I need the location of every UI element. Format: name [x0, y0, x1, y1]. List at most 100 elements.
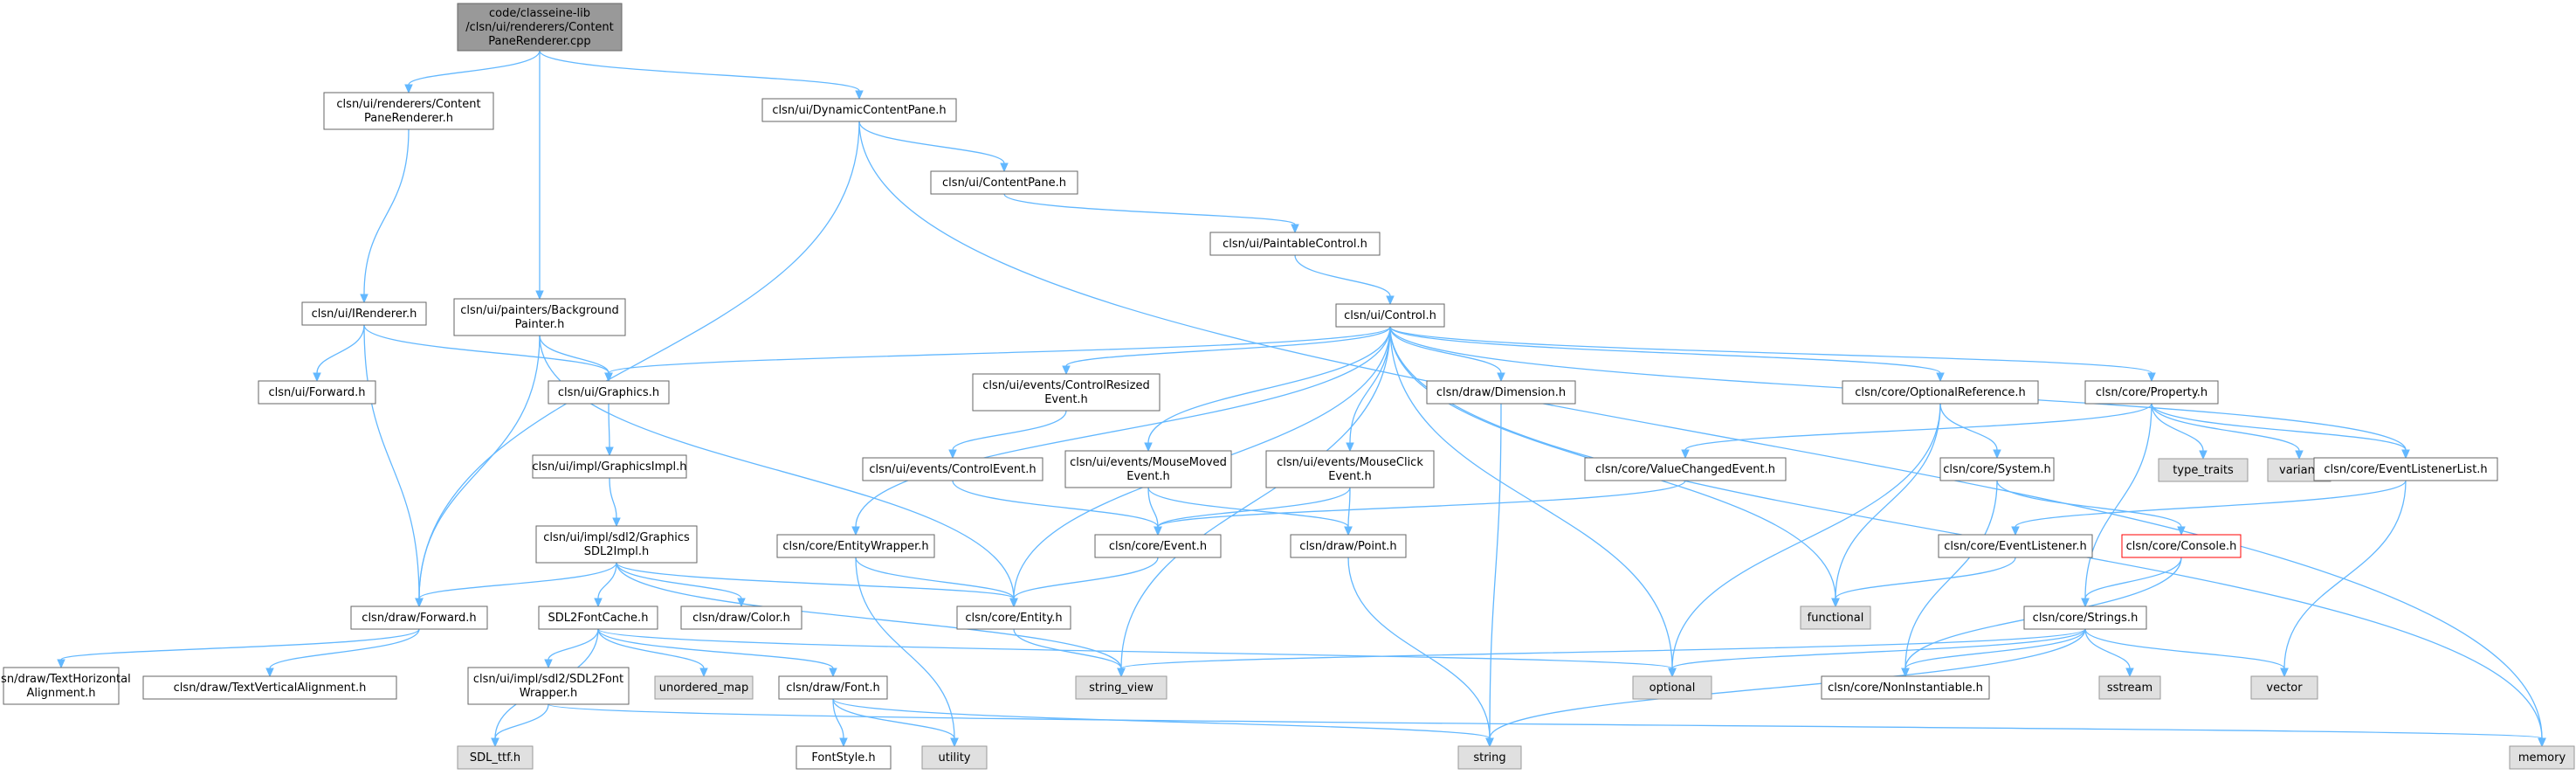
node-dcp[interactable]: clsn/ui/DynamicContentPane.h [761, 98, 957, 122]
node-box [956, 605, 1071, 630]
node-label: PaneRenderer.cpp [488, 35, 590, 48]
node-label: clsn/ui/Graphics.h [558, 386, 659, 399]
node-uifwd[interactable]: clsn/ui/Forward.h [258, 380, 376, 405]
node-sys[interactable]: clsn/core/System.h [1939, 457, 2055, 481]
node-label: clsn/draw/Point.h [1299, 540, 1396, 553]
edge-line [597, 562, 617, 599]
edge-root-to-cpr-h [404, 50, 541, 94]
node-dim[interactable]: clsn/draw/Dimension.h [1426, 380, 1576, 405]
node-color[interactable]: clsn/draw/Color.h [680, 605, 802, 630]
edge-line [1904, 480, 1998, 669]
edge-arrowhead [1117, 668, 1126, 678]
edge-arrowhead [1668, 668, 1677, 678]
edge-arrowhead [737, 598, 746, 608]
node-tva[interactable]: clsn/draw/TextVerticalAlignment.h [142, 675, 397, 700]
node-box [467, 667, 630, 705]
node-ew[interactable]: clsn/core/EntityWrapper.h [776, 534, 935, 558]
node-label: clsn/ui/IRenderer.h [312, 308, 417, 321]
node-fstyle[interactable]: FontStyle.h [796, 745, 892, 770]
node-event[interactable]: clsn/core/Event.h [1094, 534, 1222, 558]
edge-arrowhead [699, 668, 708, 678]
edge-line [1147, 487, 1349, 528]
edge-prop-to-variant [2151, 403, 2304, 460]
node-label: string [1473, 751, 1505, 765]
node-label: clsn/draw/TextVerticalAlignment.h [174, 682, 367, 695]
node-vcev[interactable]: clsn/core/ValueChangedEvent.h [1584, 457, 1787, 481]
node-box [972, 373, 1161, 412]
edge-sfw-to-memory [548, 703, 2546, 748]
node-label: PaneRenderer.h [364, 112, 453, 125]
edge-arrowhead [1154, 526, 1162, 536]
node-label: clsn/core/Strings.h [2033, 612, 2139, 625]
node-strings[interactable]: clsn/core/Strings.h [2023, 605, 2147, 630]
node-label: clsn/core/NonInstantiable.h [1828, 682, 1983, 695]
node-box [1209, 232, 1381, 256]
node-console[interactable]: clsn/core/Console.h [2121, 534, 2242, 558]
node-label: clsn/ui/events/ControlEvent.h [869, 463, 1036, 476]
edge-arrowhead [839, 737, 848, 748]
node-cp[interactable]: clsn/ui/ContentPane.h [930, 170, 1078, 195]
node-label: clsn/draw/Color.h [692, 612, 790, 625]
node-label: clsn/ui/impl/sdl2/Graphics [543, 531, 690, 544]
node-gimpl[interactable]: clsn/ui/impl/GraphicsImpl.h [532, 454, 687, 479]
node-cev[interactable]: clsn/ui/events/ControlEvent.h [862, 457, 1043, 481]
node-label: type_traits [2173, 464, 2234, 477]
node-box [3, 667, 120, 705]
edge-line [2151, 403, 2204, 452]
node-point[interactable]: clsn/draw/Point.h [1290, 534, 1407, 558]
edge-line [1003, 193, 1296, 225]
node-prop[interactable]: clsn/core/Property.h [2084, 380, 2219, 405]
edge-optref-to-optional [1668, 403, 1941, 678]
edge-arrowhead [2011, 526, 2020, 536]
edge-line [363, 128, 410, 295]
node-ell[interactable]: clsn/core/EventListenerList.h [2313, 457, 2498, 481]
node-root[interactable]: code/classeine-lib/clsn/ui/renderers/Con… [457, 3, 623, 52]
node-optref[interactable]: clsn/core/OptionalReference.h [1842, 380, 2039, 405]
edge-arrowhead [1993, 449, 2001, 460]
edge-point-to-string [1347, 557, 1494, 748]
node-font[interactable]: clsn/draw/Font.h [778, 675, 888, 700]
node-box [548, 380, 670, 405]
edge-line [2151, 403, 2300, 452]
node-pc[interactable]: clsn/ui/PaintableControl.h [1209, 232, 1381, 256]
node-gfx[interactable]: clsn/ui/Graphics.h [548, 380, 670, 405]
edge-root-to-dcp [539, 50, 864, 100]
edge-ctrl-to-dim [1389, 326, 1505, 383]
edge-strings-to-string [1485, 628, 2086, 748]
edge-arrowhead [404, 84, 413, 94]
node-irend[interactable]: clsn/ui/IRenderer.h [301, 301, 427, 326]
node-ctrl[interactable]: clsn/ui/Control.h [1335, 303, 1445, 328]
edge-line [316, 324, 365, 374]
node-entity[interactable]: clsn/core/Entity.h [956, 605, 1071, 630]
edge-arrowhead [1000, 163, 1009, 173]
edge-arrowhead [605, 446, 614, 457]
edge-line [952, 410, 1067, 451]
node-noninst[interactable]: clsn/core/NonInstantiable.h [1821, 675, 1990, 700]
node-label: FontStyle.h [811, 751, 875, 765]
edge-line [597, 628, 1673, 669]
edge-sfc-to-sfw [544, 628, 599, 669]
edge-line [1389, 326, 1941, 374]
node-dfwd[interactable]: clsn/draw/Forward.h [350, 605, 488, 630]
edge-sfw-to-ttf [491, 703, 549, 748]
edge-dim-to-string [1485, 403, 1502, 748]
edge-arrowhead [491, 737, 499, 748]
edge-sfc-to-umap [597, 628, 708, 678]
edge-line [1939, 403, 1998, 451]
node-label: clsn/draw/TextHorizontal [0, 673, 131, 686]
node-label: clsn/draw/Dimension.h [1436, 386, 1566, 399]
edge-line [597, 628, 834, 669]
node-el[interactable]: clsn/core/EventListener.h [1938, 534, 2093, 558]
node-label: clsn/draw/Font.h [786, 682, 879, 695]
edge-dfwd-to-tva [265, 628, 420, 678]
edge-line [1120, 628, 2086, 669]
node-sfc[interactable]: SDL2FontCache.h [538, 605, 658, 630]
